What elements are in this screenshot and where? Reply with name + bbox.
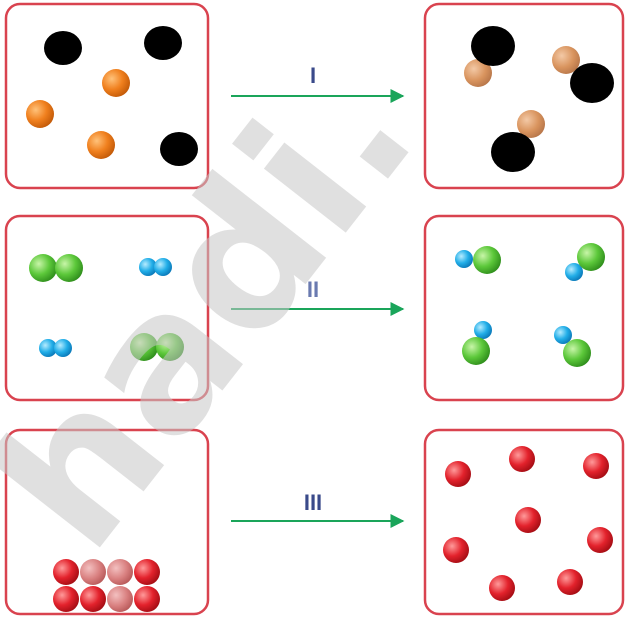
orange-particle (26, 100, 54, 128)
particles-1-after (464, 26, 614, 172)
red-particle (107, 559, 133, 585)
orange-particle (464, 59, 492, 87)
green-blue-molecule (462, 321, 492, 365)
red-particle (53, 586, 79, 612)
molecules-2-before (29, 254, 184, 361)
row-3: III (4, 428, 625, 616)
red-particle (445, 461, 471, 487)
gas-particles (443, 446, 613, 601)
green-diatomic-molecule (29, 254, 83, 282)
row-2: II (4, 214, 625, 402)
orange-particle (102, 69, 130, 97)
red-particle (134, 586, 160, 612)
red-particle (80, 586, 106, 612)
black-particle (491, 132, 535, 172)
red-particle (515, 507, 541, 533)
black-particle (144, 26, 182, 60)
red-particle (587, 527, 613, 553)
red-particle (583, 453, 609, 479)
black-particle (44, 31, 82, 65)
orange-particle (517, 110, 545, 138)
step-label-3: III (304, 490, 322, 515)
black-particle (570, 63, 614, 103)
red-particle (557, 569, 583, 595)
green-diatomic-molecule (130, 333, 184, 361)
red-particle (107, 586, 133, 612)
step-label-2: II (307, 277, 319, 302)
row-1: I (4, 2, 625, 190)
green-blue-molecule (565, 243, 605, 281)
red-particle (53, 559, 79, 585)
red-particle (443, 537, 469, 563)
red-particle (134, 559, 160, 585)
green-blue-molecule (455, 246, 501, 274)
orange-particle (552, 46, 580, 74)
blue-diatomic-molecule (39, 339, 72, 357)
particles-1-before (26, 26, 198, 166)
molecules-2-after (455, 243, 605, 367)
blue-diatomic-molecule (139, 258, 172, 276)
orange-particle (87, 131, 115, 159)
red-particle (489, 575, 515, 601)
green-blue-molecule (554, 326, 591, 367)
red-particle (80, 559, 106, 585)
black-particle (471, 26, 515, 66)
solid-lattice (53, 559, 160, 612)
step-label-1: I (310, 63, 316, 88)
red-particle (509, 446, 535, 472)
black-particle (160, 132, 198, 166)
